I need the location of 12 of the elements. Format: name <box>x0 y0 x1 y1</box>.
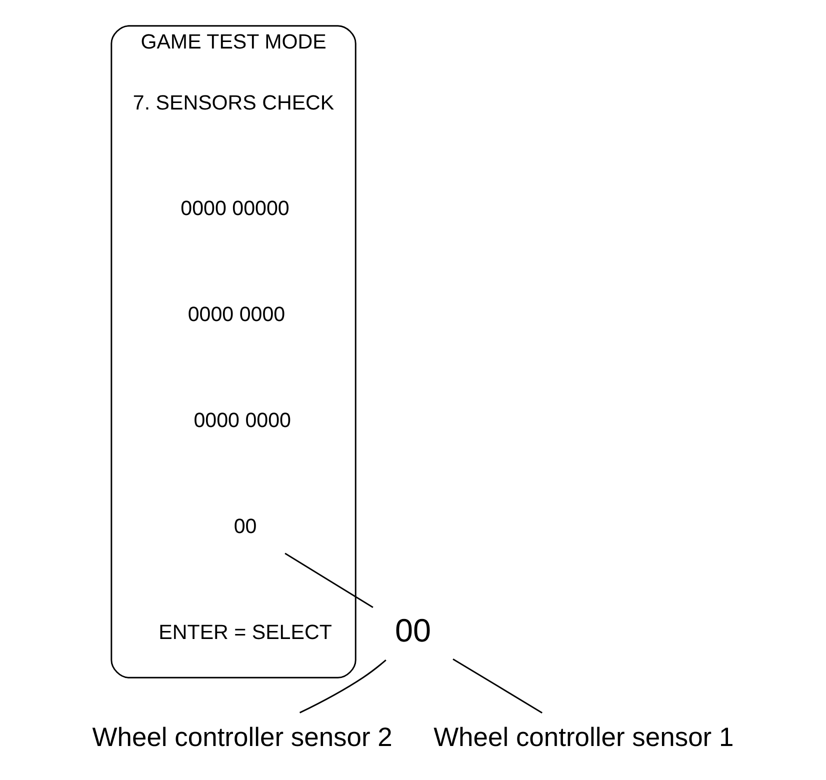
connector <box>299 660 386 714</box>
node-text: 7. SENSORS CHECK <box>132 91 334 114</box>
connector <box>452 658 542 714</box>
node-text: Wheel controller sensor 2 <box>92 722 392 752</box>
node-text: 00 <box>395 612 431 649</box>
node-text: 00 <box>234 514 257 538</box>
connector <box>284 552 374 608</box>
node-text: 0000 00000 <box>180 197 290 220</box>
node-text: Wheel controller sensor 1 <box>434 722 734 752</box>
node-text: ENTER = SELECT <box>158 620 332 644</box>
node-text: 0000 0000 <box>188 303 286 326</box>
node-text: 0000 0000 <box>194 409 291 432</box>
